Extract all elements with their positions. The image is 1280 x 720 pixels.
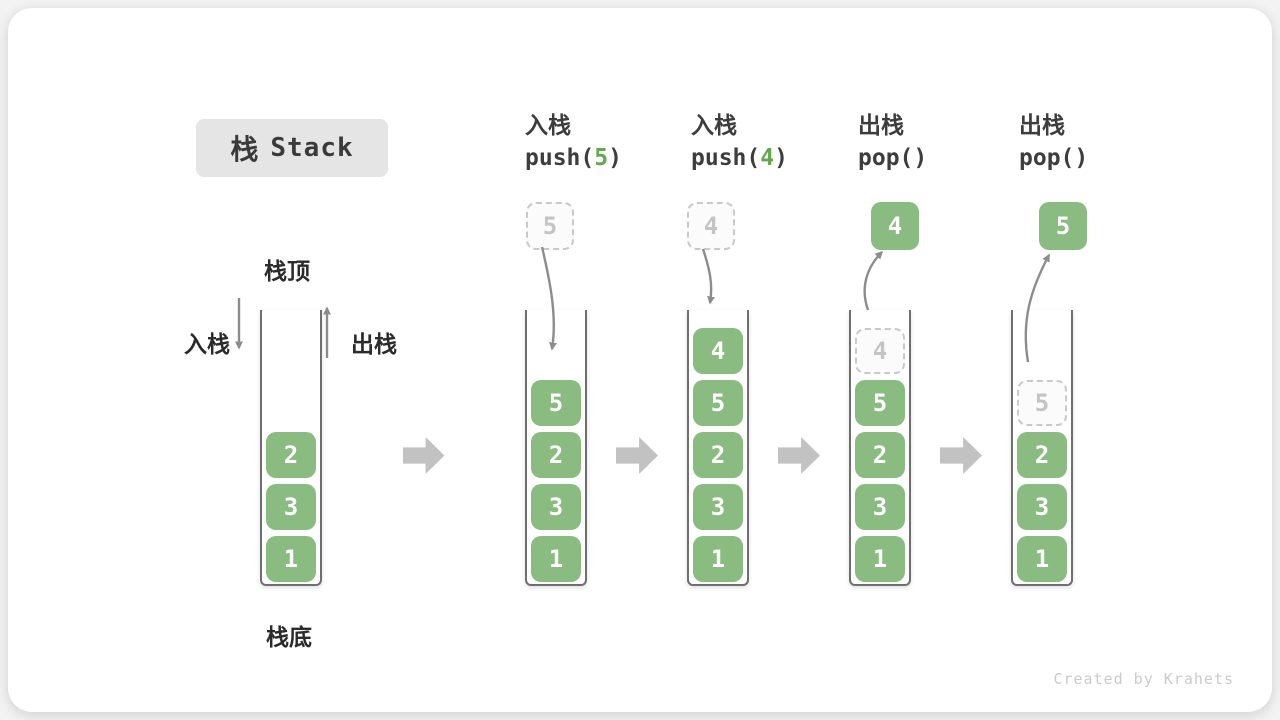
- stack-cell: 2: [531, 432, 581, 478]
- stack-cell: 3: [855, 484, 905, 530]
- next-step-arrow-icon: [940, 437, 982, 474]
- stack-cell: 2: [266, 432, 316, 478]
- stack-cell: 2: [693, 432, 743, 478]
- stack-cell-dashed: 5: [1017, 380, 1067, 426]
- stack-cell: 5: [855, 380, 905, 426]
- op-code-pre: push(: [691, 145, 761, 171]
- op-code-pre: push(: [525, 145, 595, 171]
- stack-cell: 1: [693, 536, 743, 582]
- push-side-label: 入栈: [184, 331, 230, 357]
- next-step-arrow-icon: [402, 437, 445, 474]
- stack-cell: 3: [693, 484, 743, 530]
- next-step-arrow-icon: [616, 437, 658, 474]
- stack-cell: 1: [1017, 536, 1067, 582]
- pop-side-label: 出栈: [351, 331, 397, 357]
- stack-bottom-label: 栈底: [266, 624, 312, 650]
- op-code: pop(): [858, 140, 1028, 176]
- pushed-element-box: 4: [687, 202, 735, 250]
- stack-cell: 3: [531, 484, 581, 530]
- stack-cell: 1: [266, 536, 316, 582]
- op-code-pre: pop(: [1019, 145, 1075, 171]
- stack-cell: 4: [693, 328, 743, 374]
- op-code-post: ): [608, 145, 622, 171]
- stack-cell: 3: [266, 484, 316, 530]
- op-code-pre: pop(: [858, 145, 914, 171]
- push4-curve-arrow-icon: [701, 248, 716, 305]
- stack-cell: 5: [693, 380, 743, 426]
- watermark: Created by Krahets: [1053, 670, 1234, 688]
- stack-cell: 3: [1017, 484, 1067, 530]
- stack-cell: 2: [1017, 432, 1067, 478]
- op-code: pop(): [1019, 140, 1189, 176]
- op-code-post: ): [1074, 145, 1089, 171]
- op-code-post: ): [774, 145, 788, 171]
- stack-cell-dashed: 4: [855, 328, 905, 374]
- stack-cell: 1: [855, 536, 905, 582]
- op-label: 出栈: [1019, 112, 1065, 138]
- pop4-curve-arrow-icon: [863, 250, 884, 311]
- op-code-arg: 5: [594, 145, 609, 171]
- op-label: 入栈: [525, 112, 571, 138]
- op-label: 入栈: [691, 112, 737, 138]
- stack-cell: 1: [531, 536, 581, 582]
- op-code: push(4): [691, 140, 861, 176]
- op-label: 出栈: [858, 112, 904, 138]
- stack-cell: 5: [531, 380, 581, 426]
- pushed-element-box: 5: [526, 202, 574, 250]
- op-code: push(5): [525, 140, 695, 176]
- title-zh: 栈: [230, 134, 259, 165]
- stack-top-label: 栈顶: [264, 258, 310, 284]
- popped-element-box: 5: [1039, 202, 1087, 250]
- op-code-arg: 4: [760, 145, 775, 171]
- title-badge: 栈 Stack: [196, 119, 388, 177]
- title-en: Stack: [270, 133, 354, 163]
- stack-cell: 2: [855, 432, 905, 478]
- next-step-arrow-icon: [778, 437, 820, 474]
- popped-element-box: 4: [871, 202, 919, 250]
- op-code-post: ): [913, 145, 928, 171]
